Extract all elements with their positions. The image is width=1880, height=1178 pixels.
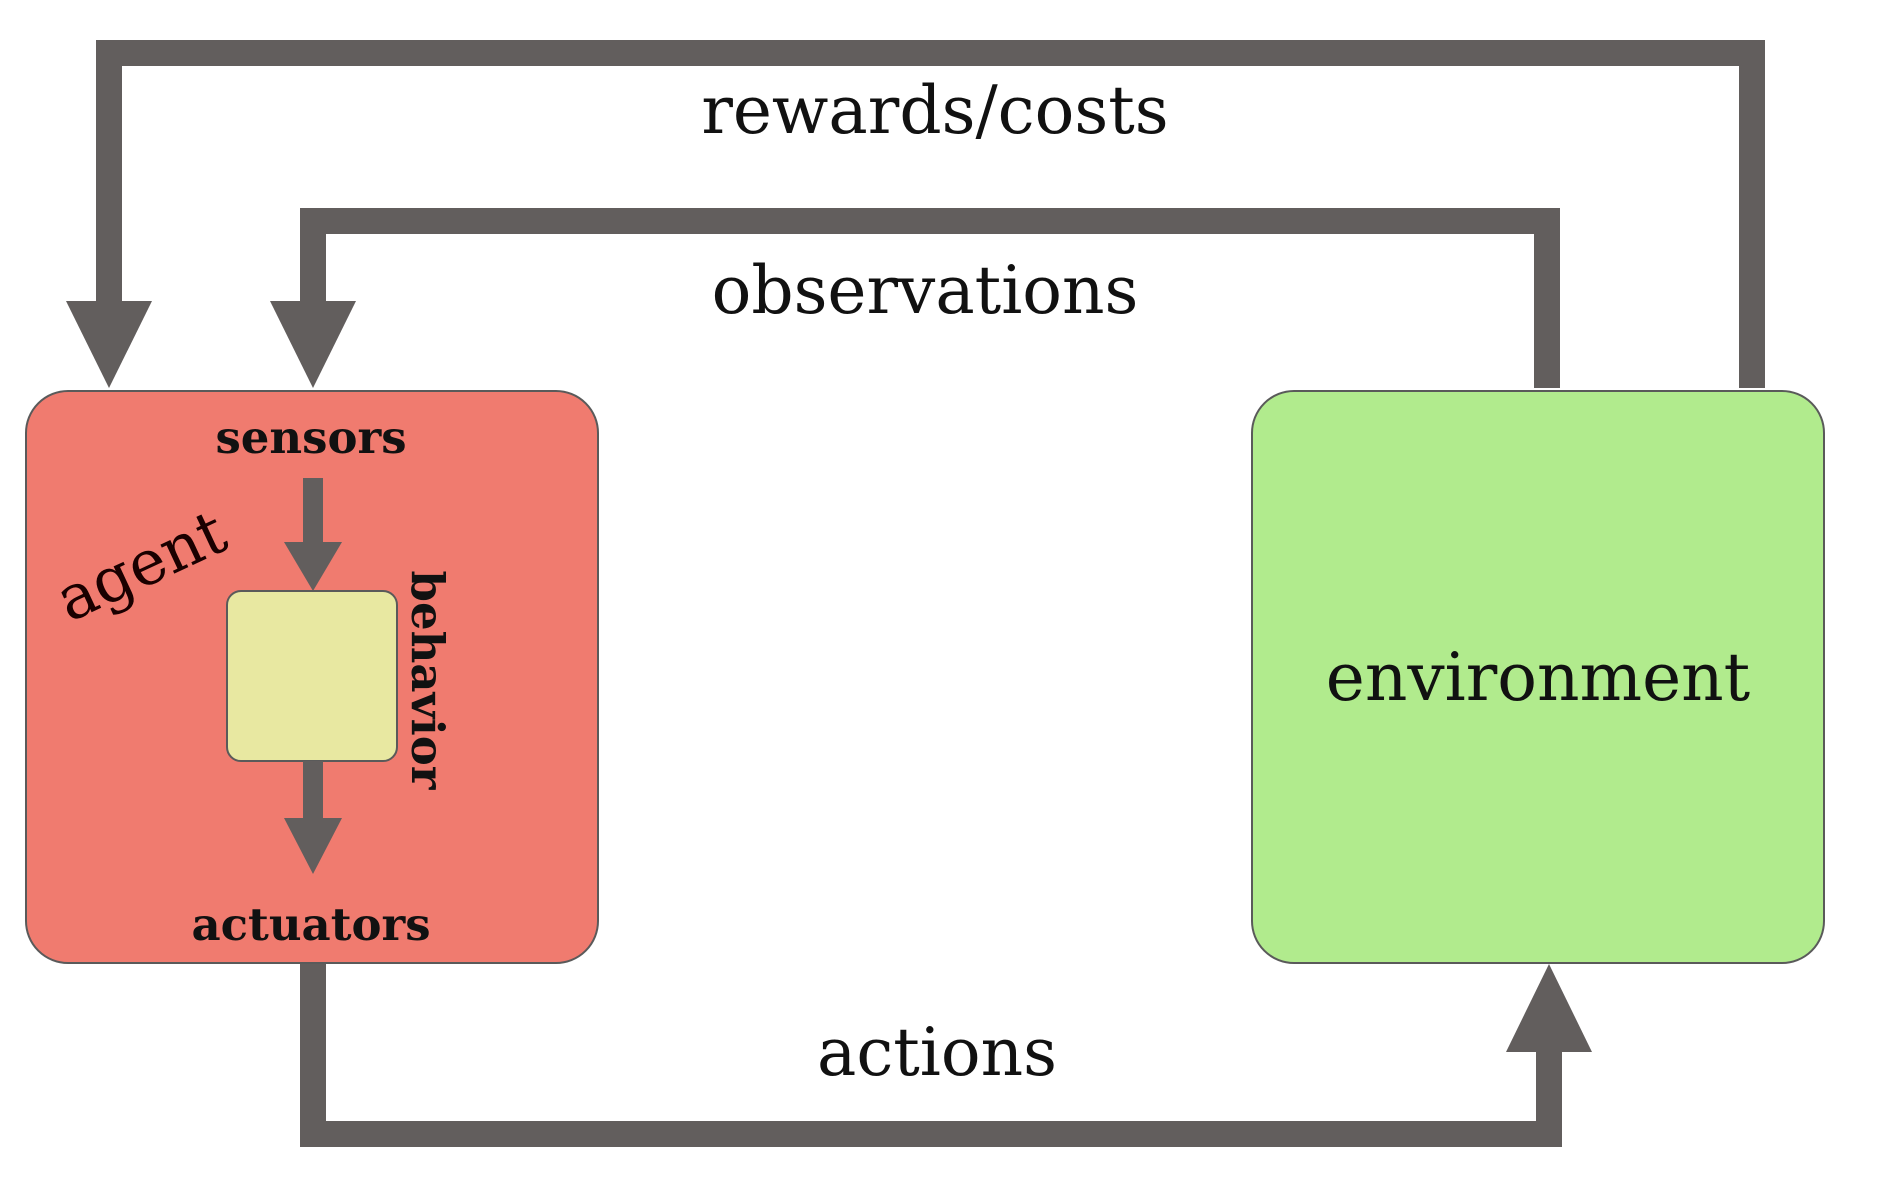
observations-label: observations bbox=[712, 252, 1139, 329]
actuators-label: actuators bbox=[191, 898, 430, 951]
actions-arrow bbox=[300, 964, 1592, 1147]
environment-box bbox=[1251, 390, 1825, 964]
rewards-costs-arrow bbox=[66, 40, 1765, 388]
sensors-label: sensors bbox=[215, 411, 406, 464]
behavior-label: behavior bbox=[401, 571, 454, 791]
rewards-costs-label: rewards/costs bbox=[701, 72, 1168, 149]
sensors-to-behavior-arrow bbox=[284, 478, 342, 591]
behavior-to-actuators-arrow bbox=[284, 761, 342, 874]
behavior-box bbox=[226, 590, 398, 762]
environment-label: environment bbox=[1326, 639, 1750, 716]
actions-label: actions bbox=[817, 1014, 1057, 1091]
observations-arrow bbox=[270, 208, 1560, 388]
